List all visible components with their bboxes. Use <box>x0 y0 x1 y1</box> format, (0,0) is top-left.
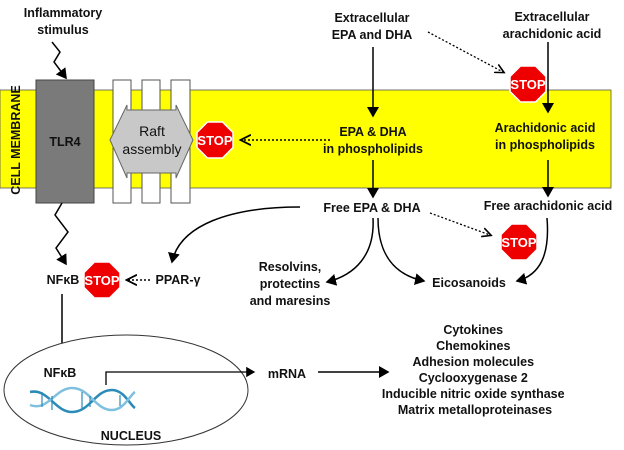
eicosanoids: Eicosanoids <box>432 276 506 290</box>
stop-sign-nfkb: STOP <box>83 261 121 299</box>
nfkb-cytoplasm: NFκB <box>47 273 80 287</box>
dna-icon <box>29 386 136 414</box>
free-arachidonic-acid: Free arachidonic acid <box>484 199 613 213</box>
stop-sign-raft: STOP <box>196 121 234 159</box>
tlr4-receptor <box>35 79 95 204</box>
arrow-epa-to-eicosanoids <box>377 217 426 286</box>
dotted-arrow-to-eicosanoid-stop <box>429 212 490 235</box>
arrow-aa-to-eicosanoids <box>515 217 549 285</box>
svg-text:STOP: STOP <box>501 235 536 250</box>
tlr4-signal-arrow <box>54 202 69 266</box>
arrow-epa-to-resolvins <box>325 217 374 286</box>
nucleus-label: NUCLEUS <box>101 429 161 443</box>
inflammatory-products-list: Cytokines Chemokines Adhesion molecules … <box>382 323 568 417</box>
stop-sign-aa-uptake: STOP <box>509 65 547 103</box>
cell-membrane <box>0 89 612 189</box>
dotted-arrow-to-aa-stop <box>427 31 503 72</box>
svg-text:STOP: STOP <box>510 77 545 92</box>
nucleus <box>3 334 249 446</box>
nfkb-nucleus: NFκB <box>44 366 77 380</box>
svg-text:STOP: STOP <box>84 273 119 288</box>
membrane-label: CELL MEMBRANE <box>9 85 23 195</box>
svg-text:STOP: STOP <box>197 133 232 148</box>
free-epa-dha: Free EPA & DHA <box>323 201 420 215</box>
mrna: mRNA <box>268 367 306 381</box>
stimulus-arrow <box>51 41 67 80</box>
lipid-raft <box>109 79 194 204</box>
transcription-arrow <box>105 366 256 385</box>
tlr4-label: TLR4 <box>49 135 80 149</box>
arrow-epa-to-ppar <box>168 206 301 264</box>
ppar-gamma: PPAR-γ <box>156 273 201 287</box>
stop-sign-eicosanoids: STOP <box>500 223 538 261</box>
